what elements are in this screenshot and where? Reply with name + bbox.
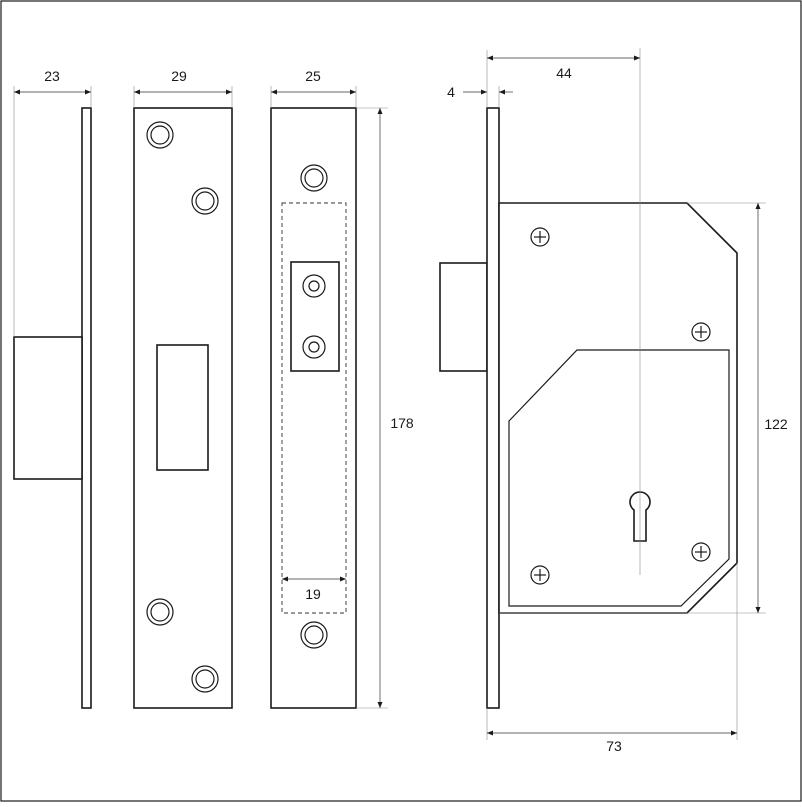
countersunk-hole-icon xyxy=(300,164,328,192)
arrowhead xyxy=(499,89,505,95)
dimension-label-backset: 44 xyxy=(556,65,572,81)
forend-plate xyxy=(270,107,357,709)
arrowhead xyxy=(340,576,346,582)
arrowhead xyxy=(226,89,232,95)
countersunk-hole-icon xyxy=(300,621,328,649)
arrowhead xyxy=(134,89,140,95)
dimension-label-strike-width: 29 xyxy=(171,68,187,84)
lock-case-cover-plate xyxy=(508,349,730,607)
arrowhead xyxy=(731,730,737,736)
countersunk-hole-icon xyxy=(191,665,219,693)
dimension-label-plate-thickness: 4 xyxy=(447,84,455,100)
arrowhead xyxy=(350,89,356,95)
arrowhead xyxy=(481,89,487,95)
arrowhead xyxy=(282,576,288,582)
bolt-pin-icon xyxy=(302,335,326,359)
dimension-label-thickness: 23 xyxy=(44,68,60,84)
strike-plate-view: 29 xyxy=(133,68,233,709)
bolt-pin-icon xyxy=(302,274,326,298)
bolt-face xyxy=(290,261,340,372)
arrowhead xyxy=(14,89,20,95)
arrowhead xyxy=(755,203,761,209)
side-profile-view: 23 xyxy=(13,68,92,709)
phillips-screw-icon xyxy=(530,565,550,585)
lock-case-view: 44 4 122 73 xyxy=(439,48,788,754)
bolt-receiver-slot xyxy=(156,344,209,471)
phillips-screw-icon xyxy=(691,542,711,562)
dimension-label-slot-width: 19 xyxy=(305,586,321,602)
arrowhead xyxy=(271,89,277,95)
arrowhead xyxy=(487,730,493,736)
arrowhead xyxy=(85,89,91,95)
dimension-label-forend-width: 25 xyxy=(305,68,321,84)
forend-face-view: 19 25 178 xyxy=(270,68,414,709)
bolt-profile xyxy=(13,336,83,480)
arrowhead xyxy=(634,55,640,61)
forend-plate-side xyxy=(486,107,500,709)
phillips-screw-icon xyxy=(691,322,711,342)
phillips-screw-icon xyxy=(530,227,550,247)
bolt-outline-hidden xyxy=(281,202,347,614)
countersunk-hole-icon xyxy=(191,187,219,215)
forend-plate-edge xyxy=(81,107,92,709)
dimension-label-case-height: 122 xyxy=(764,416,788,432)
arrowhead xyxy=(755,607,761,613)
countersunk-hole-icon xyxy=(146,598,174,626)
dimension-label-overall-depth: 73 xyxy=(606,738,622,754)
arrowhead xyxy=(377,702,383,708)
bolt-thrown xyxy=(439,262,488,372)
countersunk-hole-icon xyxy=(146,121,174,149)
dimension-label-forend-height: 178 xyxy=(390,415,414,431)
arrowhead xyxy=(487,55,493,61)
arrowhead xyxy=(377,108,383,114)
